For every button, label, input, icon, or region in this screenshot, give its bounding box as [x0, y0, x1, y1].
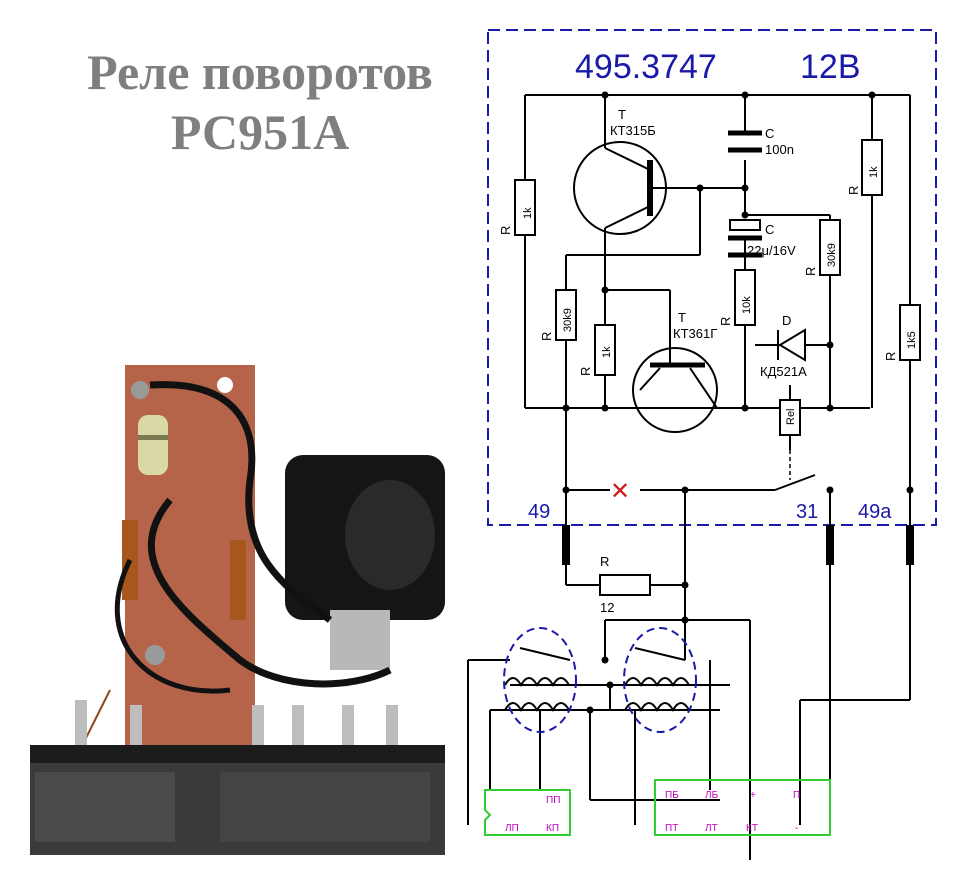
pin-minus: -	[795, 823, 798, 834]
coil-left-top	[504, 677, 570, 688]
label-terminal-31: 31	[796, 501, 818, 523]
pin-kt: КТ	[746, 823, 758, 834]
pin-lt: ЛТ	[705, 823, 718, 834]
label-shunt-type: R	[600, 554, 609, 569]
label-r30k9-left-value: 30k9	[562, 308, 574, 332]
coil-right-top	[624, 677, 690, 688]
relay-coil	[779, 399, 801, 436]
label-r1k-mid-value: 1k	[601, 346, 613, 358]
label-r10k-value: 10k	[741, 296, 753, 314]
pin-pp: ПП	[546, 795, 560, 806]
shunt-resistor	[599, 574, 651, 596]
label-r1k-left-type: R	[498, 226, 513, 235]
label-shunt-value: 12	[600, 600, 614, 615]
label-r30k9-right-value: 30k9	[826, 243, 838, 267]
label-cap-top-type: C	[765, 126, 774, 141]
title-line-1: Реле поворотов	[87, 44, 433, 100]
label-terminal-49a: 49a	[858, 501, 892, 523]
label-transistor-mid-name: КТ361Г	[673, 326, 717, 341]
pin-kp: КП	[546, 823, 559, 834]
label-r10k-type: R	[718, 317, 733, 326]
resistor-30k9-left	[555, 289, 577, 341]
pin-pb: ПБ	[665, 790, 679, 801]
label-transistor-top-name: КТ315Б	[610, 123, 656, 138]
relay-board-photo	[30, 365, 445, 855]
label-diode-type: D	[782, 313, 791, 328]
circuit-schematic: 495.3747 12В	[467, 29, 937, 860]
coil-left-bottom	[504, 702, 570, 713]
connector-left	[484, 789, 571, 836]
connector-right	[654, 779, 831, 836]
inductor-right	[230, 540, 246, 620]
relay-group-right	[623, 627, 697, 733]
resistor-1k5	[899, 304, 921, 361]
label-r1k5-value: 1k5	[906, 331, 918, 349]
label-r30k9-right-type: R	[803, 267, 818, 276]
label-r1k-right-value: 1k	[868, 166, 880, 178]
label-diode-name: КД521А	[760, 364, 807, 379]
resistor-1k-right	[861, 139, 883, 196]
label-transistor-mid-type: T	[678, 310, 686, 325]
label-r1k-left-value: 1k	[522, 207, 534, 219]
label-terminal-49: 49	[528, 501, 550, 523]
label-r1k-right-type: R	[846, 186, 861, 195]
relay-group-left	[503, 627, 577, 733]
pin-pt: ПТ	[665, 823, 678, 834]
resistor-1k-mid	[594, 324, 616, 376]
label-cap-top-value: 100n	[765, 142, 794, 157]
pin-lb: ЛБ	[705, 790, 719, 801]
label-relay: Rel	[785, 408, 797, 425]
resistor-10k	[734, 269, 756, 326]
title-line-2: РС951А	[170, 104, 350, 160]
broken-link-mark: ✕	[610, 478, 630, 505]
diode-kd521a	[778, 328, 806, 362]
label-r30k9-left-type: R	[539, 332, 554, 341]
pin-p: П	[793, 790, 800, 801]
page-title: Реле поворотов РС951А	[40, 42, 480, 162]
module-frame	[487, 29, 937, 526]
model-number: 495.3747	[575, 48, 717, 86]
pin-lp: ЛП	[505, 823, 519, 834]
coil-right-bottom	[624, 702, 690, 713]
label-r1k-mid-type: R	[578, 367, 593, 376]
resistor-30k9-right	[819, 219, 841, 276]
voltage-label: 12В	[800, 48, 861, 86]
pin-plus: +	[750, 790, 756, 801]
label-cap-mid-value: 22μ/16V	[747, 243, 796, 258]
resistor-1k-left	[514, 179, 536, 236]
label-transistor-top-type: T	[618, 107, 626, 122]
label-r1k5-type: R	[883, 352, 898, 361]
resistor-component	[138, 415, 168, 475]
label-cap-mid-type: C	[765, 222, 774, 237]
